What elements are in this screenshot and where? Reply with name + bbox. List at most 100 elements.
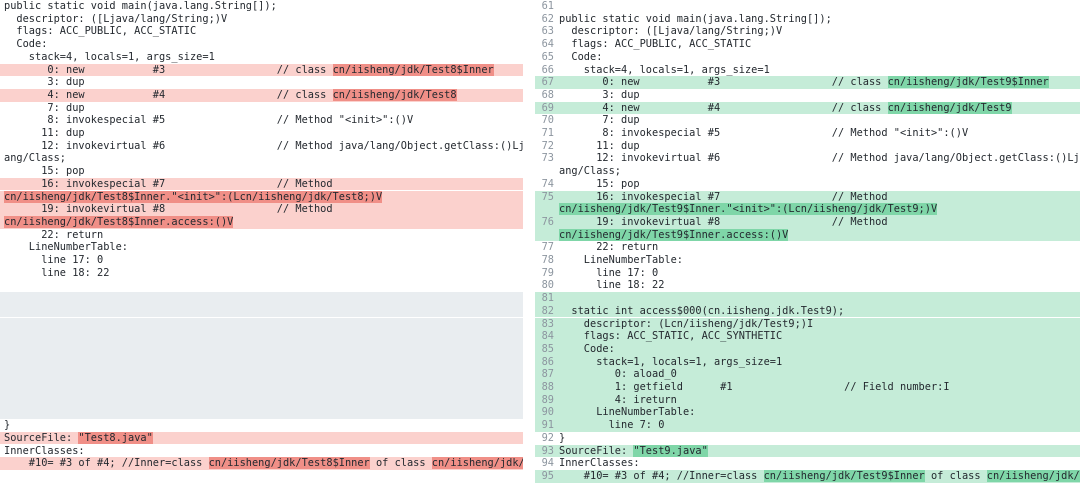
changed-token: cn/iisheng/jdk/Test8$Inner.access:()V — [4, 215, 234, 228]
changed-token: "Test8.java" — [78, 431, 153, 444]
code-text: #10= #3 of #4; //Inner=class cn/iisheng/… — [559, 469, 1080, 483]
code-text: Code: — [559, 50, 603, 63]
code-line: flags: ACC_PUBLIC, ACC_STATIC — [0, 25, 523, 38]
code-line: 61 — [535, 0, 1080, 13]
line-number: 89 — [541, 393, 554, 406]
diff-filler-row — [0, 368, 523, 381]
code-line: 91 line 7: 0 — [535, 419, 1080, 432]
line-number: 81 — [541, 292, 554, 305]
code-text: } — [4, 419, 11, 432]
code-line: 67 0: new #3 // class cn/iisheng/jdk/Tes… — [535, 76, 1080, 89]
code-line: line 17: 0 — [0, 254, 523, 267]
line-number: 64 — [541, 38, 554, 51]
diff-filler-row — [0, 355, 523, 369]
code-line: 79 line 17: 0 — [535, 267, 1080, 280]
code-line: LineNumberTable: — [0, 241, 523, 254]
code-line: line 18: 22 — [0, 267, 523, 280]
line-number: 93 — [541, 444, 554, 457]
changed-token: cn/iisheng/jdk/Test9$Inner.access:()V — [559, 228, 789, 241]
changed-token: cn/iisheng/jdk/Test9 — [986, 469, 1080, 482]
diff-filler-row — [0, 381, 523, 394]
code-text: 0: new #3 // class cn/iisheng/jdk/Test8$… — [4, 63, 494, 76]
code-text: public static void main(java.lang.String… — [4, 0, 277, 12]
code-line: 86 stack=1, locals=1, args_size=1 — [535, 355, 1080, 369]
code-text: ang/Class; — [559, 165, 621, 178]
line-number: 65 — [541, 50, 554, 63]
diff-left-pane: public static void main(java.lang.String… — [0, 0, 523, 487]
line-number: 74 — [541, 177, 554, 190]
changed-token: cn/iisheng/jdk/Test9$Inner."<init>":(Lcn… — [559, 203, 938, 216]
code-text: 15: pop — [559, 177, 640, 190]
code-line: 95 #10= #3 of #4; //Inner=class cn/iishe… — [535, 469, 1080, 483]
code-text: 4: ireturn — [559, 393, 677, 406]
line-number: 78 — [541, 254, 554, 266]
code-text: cn/iisheng/jdk/Test8$Inner.access:()V — [4, 215, 234, 229]
changed-token: cn/iisheng/jdk/Test9 — [887, 101, 1012, 114]
code-line: ang/Class; — [535, 165, 1080, 178]
line-number: 62 — [541, 12, 554, 25]
code-line: cn/iisheng/jdk/Test8$Inner."<init>":(Lcn… — [0, 190, 523, 204]
changed-token: cn/iisheng/jdk/Test8$Inner — [332, 63, 494, 76]
code-line: 66 stack=4, locals=1, args_size=1 — [535, 64, 1080, 77]
line-number: 76 — [541, 215, 554, 228]
code-text: LineNumberTable: — [559, 254, 683, 266]
code-text: stack=1, locals=1, args_size=1 — [559, 355, 783, 368]
code-line: 68 3: dup — [535, 89, 1080, 102]
code-line: cn/iisheng/jdk/Test9$Inner.access:()V — [535, 228, 1080, 242]
code-text: 11: dup — [4, 127, 85, 139]
changed-token: cn/iisheng/jdk/Test8$Inner — [208, 457, 370, 470]
code-text: stack=4, locals=1, args_size=1 — [559, 63, 770, 76]
code-text: } — [559, 431, 566, 444]
code-line: 92} — [535, 432, 1080, 445]
code-line: 63 descriptor: ([Ljava/lang/String;)V — [535, 25, 1080, 38]
code-line: 3: dup — [0, 76, 523, 89]
changed-token: cn/iisheng/jdk/Test9$Inner — [887, 76, 1049, 89]
code-line: 0: new #3 // class cn/iisheng/jdk/Test8$… — [0, 63, 523, 77]
code-text: InnerClasses: — [559, 457, 640, 470]
code-text: 0: new #3 // class cn/iisheng/jdk/Test9$… — [559, 76, 1049, 89]
code-line: 75 16: invokespecial #7 // Method — [535, 190, 1080, 204]
code-line: Code: — [0, 38, 523, 51]
code-text: Code: — [4, 38, 48, 51]
line-number: 83 — [541, 317, 554, 330]
code-text: descriptor: (Lcn/iisheng/jdk/Test9;)I — [559, 317, 814, 330]
code-text: 22: return — [559, 241, 659, 254]
code-text: 12: invokevirtual #6 // Method java/lang… — [559, 152, 1080, 165]
code-text: line 17: 0 — [559, 266, 659, 279]
code-text: 22: return — [4, 228, 104, 241]
code-line: #10= #3 of #4; //Inner=class cn/iisheng/… — [0, 457, 523, 470]
line-number: 73 — [541, 152, 554, 165]
code-line: 65 Code: — [535, 51, 1080, 64]
code-text: 3: dup — [4, 76, 85, 89]
code-text: cn/iisheng/jdk/Test9$Inner.access:()V — [559, 228, 789, 242]
line-number: 67 — [541, 76, 554, 89]
code-text: descriptor: ([Ljava/lang/String;)V — [559, 25, 783, 38]
line-number: 66 — [541, 63, 554, 76]
changed-token: cn/iisheng/jdk/Test8 — [332, 88, 457, 101]
code-text: flags: ACC_STATIC, ACC_SYNTHETIC — [559, 330, 783, 343]
code-text: line 18: 22 — [559, 279, 665, 292]
code-line: 72 11: dup — [535, 140, 1080, 153]
code-line: public static void main(java.lang.String… — [0, 0, 523, 13]
diff-filler-row — [0, 304, 523, 318]
code-text: 19: invokevirtual #8 // Method — [559, 215, 888, 228]
line-number: 77 — [541, 241, 554, 254]
code-line: 74 15: pop — [535, 178, 1080, 191]
changed-token: cn/iisheng/jdk/Test8 — [431, 457, 523, 470]
code-line: 84 flags: ACC_STATIC, ACC_SYNTHETIC — [535, 330, 1080, 343]
line-number: 63 — [541, 25, 554, 38]
code-text: stack=4, locals=1, args_size=1 — [4, 50, 215, 63]
diff-filler-row — [0, 292, 523, 305]
line-number: 86 — [541, 355, 554, 368]
code-line: descriptor: ([Ljava/lang/String;)V — [0, 13, 523, 26]
changed-token: "Test9.java" — [633, 444, 708, 457]
code-line: 4: new #4 // class cn/iisheng/jdk/Test8 — [0, 88, 523, 102]
code-text: Code: — [559, 342, 615, 355]
line-number: 69 — [541, 101, 554, 114]
code-text: ang/Class; — [4, 152, 66, 165]
code-line: 89 4: ireturn — [535, 393, 1080, 407]
line-number: 91 — [541, 419, 554, 432]
code-text: 7: dup — [559, 114, 640, 127]
